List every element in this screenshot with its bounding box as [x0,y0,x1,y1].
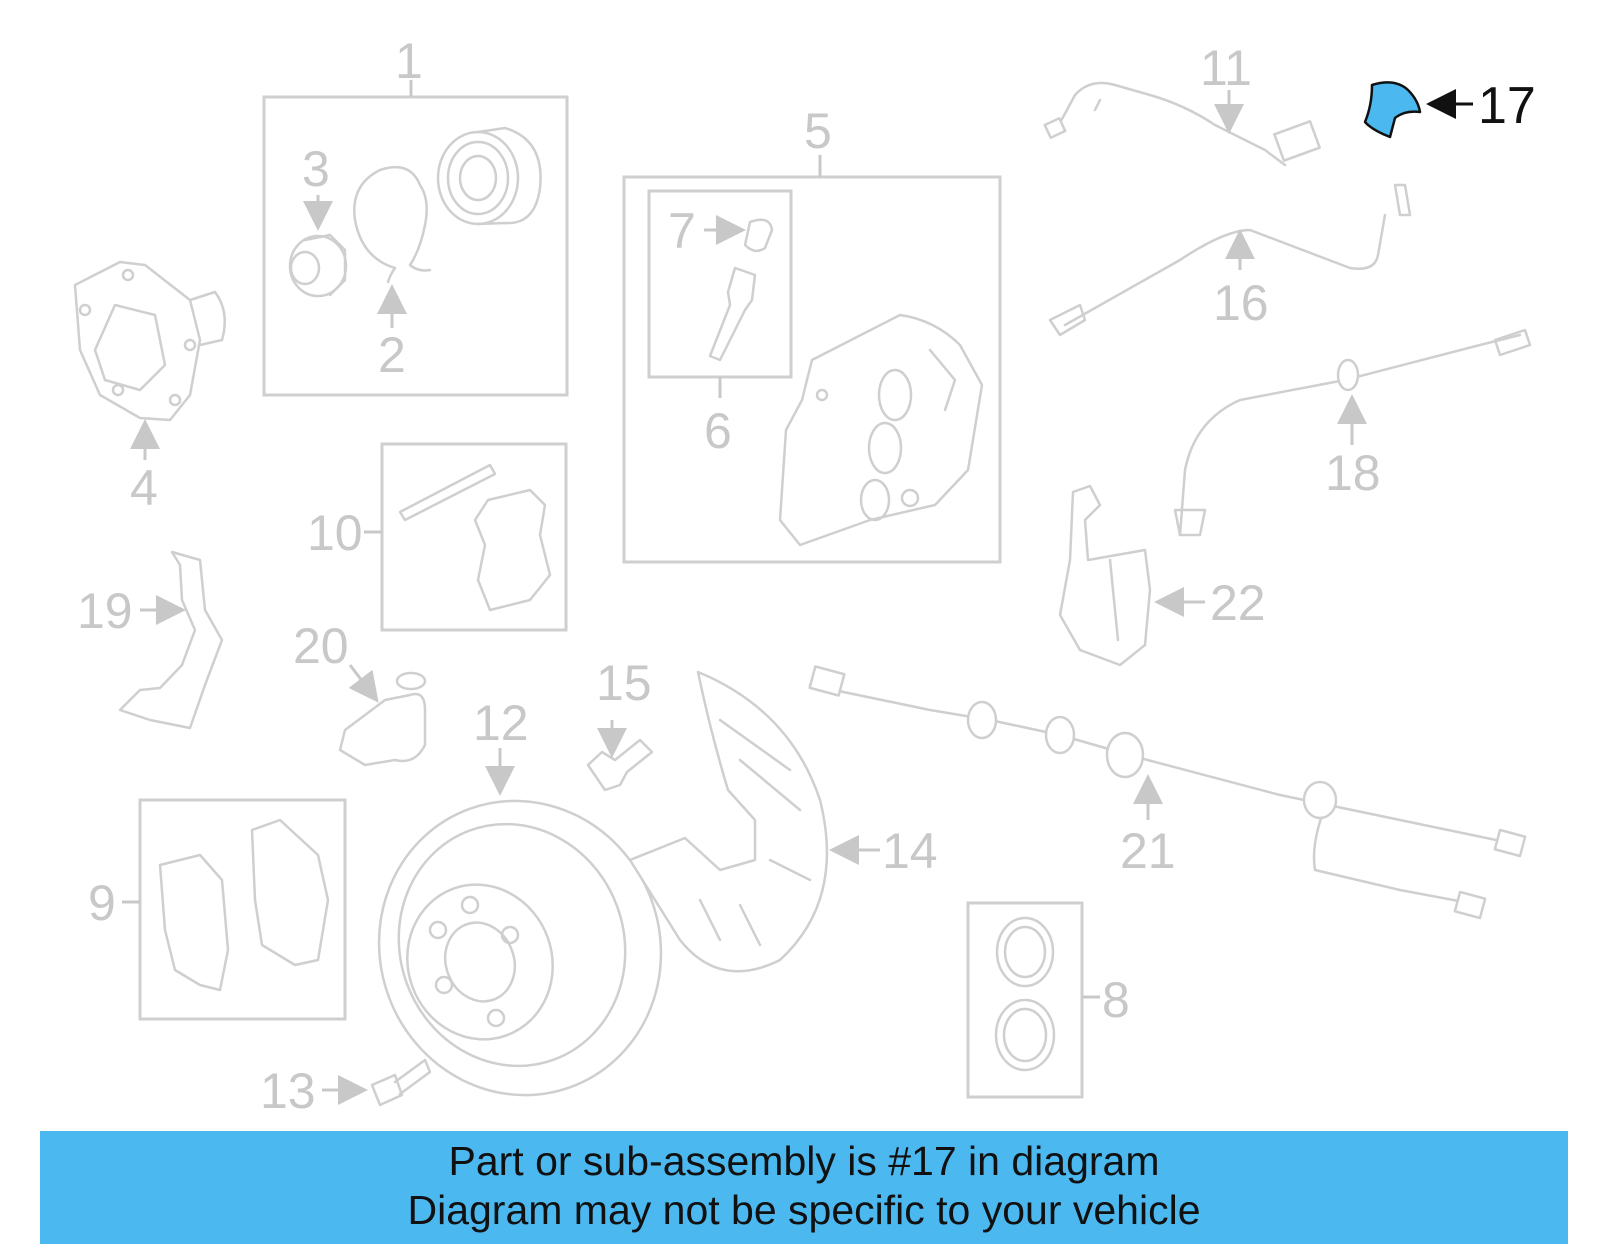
info-banner: Part or sub-assembly is #17 in diagram D… [40,1131,1568,1244]
part-12-rotor[interactable]: 12 [338,695,702,1135]
part-18-brake-hose[interactable]: 18 [1173,328,1532,537]
callout-4: 4 [130,460,158,516]
callout-7: 7 [668,203,696,259]
part-13-bolt[interactable]: 13 [260,1058,432,1119]
callout-22: 22 [1210,575,1266,631]
part-1-bearing [436,126,542,226]
callout-19: 19 [77,583,133,639]
part-10-clip [473,488,552,612]
callout-17: 17 [1478,77,1536,135]
part-11-wear-sensor[interactable]: 11 [1043,40,1321,167]
part-9-pad-inner [158,853,230,992]
callout-21: 21 [1120,823,1176,879]
banner-line-1: Part or sub-assembly is #17 in diagram [448,1138,1160,1184]
part-14-dust-shield[interactable]: 14 [628,670,938,973]
part-3-nut [288,233,348,298]
part-10-hardware-group[interactable]: 10 [307,442,568,632]
part-19-spring-clip[interactable]: 19 [77,550,224,730]
callout-12: 12 [473,695,529,751]
part-22-bracket[interactable]: 22 [1058,484,1266,667]
callout-5: 5 [804,103,832,159]
callout-18: 18 [1325,445,1381,501]
part-9-pad-outer [250,818,330,967]
part-1-bearing-kit-group[interactable]: 1 3 2 [262,33,569,397]
callout-1: 1 [395,33,423,89]
part-15-bolt[interactable]: 15 [586,655,654,792]
callout-20: 20 [293,618,349,674]
part-8-seal-kit-group[interactable]: 8 [966,901,1130,1099]
callout-3: 3 [302,141,330,197]
callout-13: 13 [260,1063,316,1119]
part-9-brake-pads-group[interactable]: 9 [88,798,347,1021]
part-10-pin [398,463,497,522]
callout-14: 14 [882,823,938,879]
callout-6: 6 [704,403,732,459]
part-16-brake-line[interactable]: 16 [1048,183,1412,337]
part-21-sensor-harness[interactable]: 21 [808,665,1527,920]
callout-15: 15 [596,655,652,711]
callout-16: 16 [1213,275,1269,331]
part-20-sensor[interactable]: 20 [293,618,427,767]
banner-line-2: Diagram may not be specific to your vehi… [407,1187,1201,1233]
callout-10: 10 [307,505,363,561]
part-17-highlighted[interactable]: 17 [1363,77,1536,139]
part-6-guide-bolt [708,266,757,362]
part-5-caliper-body [778,313,984,547]
part-4-hub[interactable]: 4 [73,260,227,516]
callout-11: 11 [1200,40,1252,96]
callout-2: 2 [378,327,406,383]
callout-8: 8 [1102,972,1130,1028]
part-7-dust-cap [743,218,774,253]
part-2-snap-ring [353,165,432,284]
part-5-caliper-group[interactable]: 5 6 7 [622,103,1002,564]
callout-9: 9 [88,875,116,931]
